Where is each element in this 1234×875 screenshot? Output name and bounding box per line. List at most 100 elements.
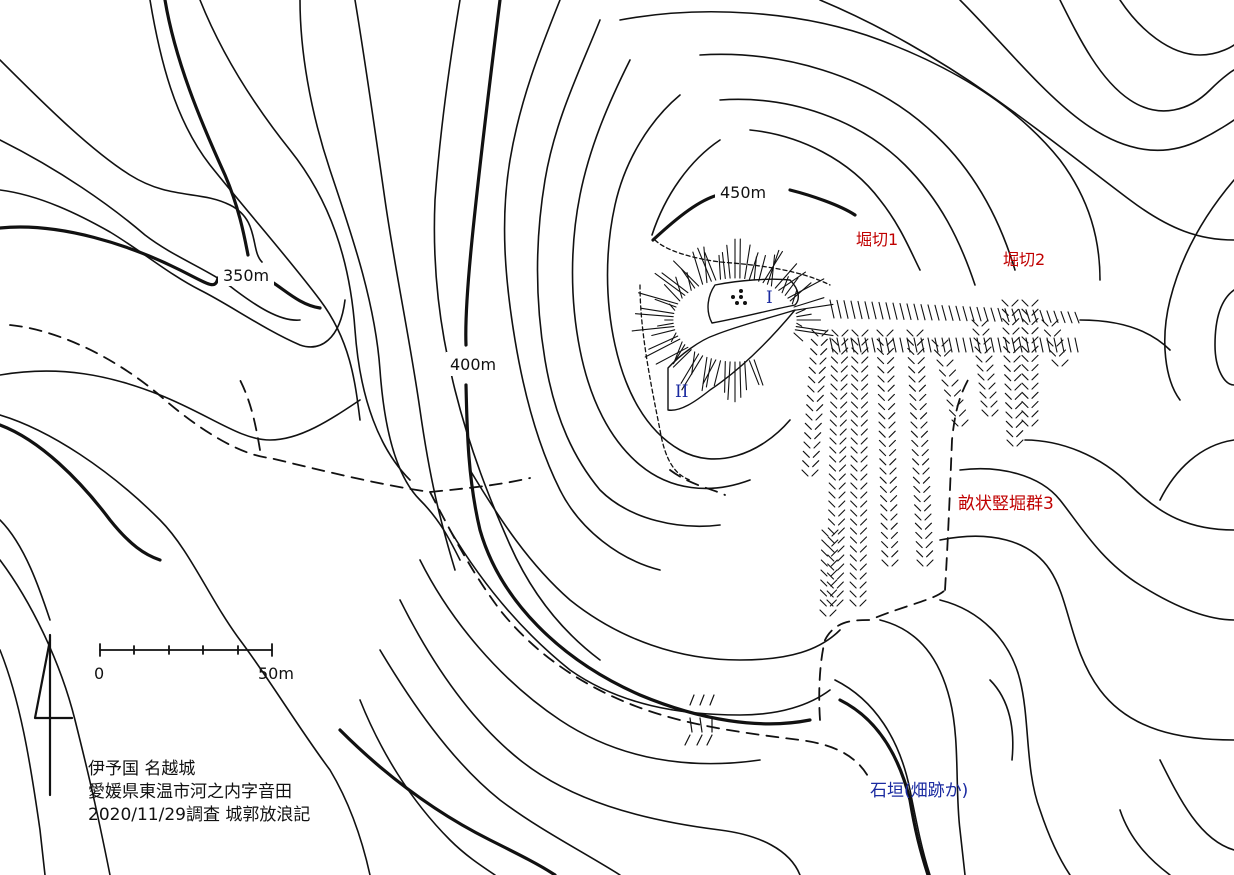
trench-hachure: [891, 541, 899, 549]
trail: [429, 491, 871, 781]
trench-hachure: [851, 356, 859, 364]
trench-hachure: [1013, 355, 1021, 363]
trench-hachure: [850, 509, 858, 517]
trench-hachure: [879, 449, 887, 457]
trench-hachure: [913, 495, 921, 503]
stone-wall-marks: [684, 694, 715, 746]
horikiri-hachure: [1004, 308, 1010, 323]
horikiri-hachure: [969, 306, 975, 322]
trench-hachure: [801, 469, 809, 477]
tatebori-grooves: [801, 299, 1080, 617]
trench-hachure: [838, 500, 846, 508]
horikiri-hachure: [829, 337, 834, 353]
trench-hachure: [988, 382, 996, 390]
trail: [818, 589, 946, 721]
trench-hachure: [912, 458, 920, 466]
kuruwa-2-outline: [667, 309, 796, 411]
slope-hachure: [705, 358, 712, 388]
trench-hachure: [837, 563, 845, 571]
trench-hachure: [828, 500, 836, 508]
trench-hachure: [860, 401, 869, 409]
label-horikiri-2: 堀切2: [1003, 250, 1045, 269]
trench-hachure: [918, 366, 926, 374]
trench-hachure: [909, 393, 917, 401]
horikiri-hachure: [913, 337, 918, 353]
trench-hachure: [860, 392, 869, 400]
horikiri-hachure: [948, 305, 954, 321]
slope-hachure: [796, 313, 812, 318]
contour-line: [149, 0, 361, 421]
trench-hachure: [879, 476, 887, 484]
trench-hachure: [840, 392, 848, 400]
trench-hachure: [1031, 364, 1039, 372]
info-location: 愛媛県東温市河之内字音田: [88, 782, 292, 802]
trench-hachure: [830, 383, 838, 391]
contour-line: [939, 599, 1071, 875]
trench-hachure: [891, 550, 899, 558]
trench-hachure: [1031, 391, 1039, 399]
trench-hachure: [951, 419, 959, 427]
slope-hachure: [672, 349, 692, 368]
trench-hachure: [978, 382, 986, 390]
trench-hachure: [911, 439, 919, 447]
trench-hachure: [819, 609, 827, 617]
trench-hachure: [879, 458, 887, 466]
slope-hachure: [697, 247, 712, 282]
trench-hachure: [829, 599, 837, 607]
trench-hachure: [915, 531, 923, 539]
slope-hachure: [753, 359, 764, 386]
trails: [9, 324, 969, 781]
trench-hachure: [836, 590, 844, 598]
trench-hachure: [890, 513, 898, 521]
horikiri-hachure: [1053, 337, 1058, 353]
contour-350-north: [163, 0, 250, 257]
trench-hachure: [889, 449, 897, 457]
trench-hachure: [921, 449, 929, 457]
trench-hachure: [933, 349, 942, 357]
horikiri-hachure: [899, 337, 904, 353]
trench-hachure: [979, 391, 987, 399]
trench-hachure: [850, 437, 858, 445]
trench-hachure: [828, 491, 836, 499]
castle-hachures: [631, 238, 834, 481]
trench-hachure: [1003, 355, 1011, 363]
trench-hachure: [908, 384, 916, 392]
info-castle-name: 伊予国 名越城: [88, 759, 195, 779]
slope-hachure: [673, 260, 700, 287]
trench-hachure: [878, 403, 886, 411]
slope-hachure: [644, 338, 681, 358]
slope-hachure: [640, 307, 675, 314]
trench-hachure: [887, 375, 895, 383]
trench-hachure: [814, 422, 822, 430]
slope-hachure: [770, 254, 776, 287]
trench-hachure: [849, 590, 857, 598]
trench-hachure: [916, 550, 924, 558]
trench-hachure: [851, 338, 859, 346]
trench-hachure: [826, 590, 834, 598]
horikiri-hachure: [1039, 337, 1044, 353]
scale-end-label: 50m: [258, 664, 294, 683]
trench-hachure: [924, 513, 932, 521]
horikiri-hachure: [1011, 308, 1017, 323]
trench-hachure: [1011, 299, 1019, 307]
slope-hachure: [680, 353, 700, 384]
trench-hachure: [849, 599, 857, 607]
trench-hachure: [946, 359, 954, 367]
slope-hachure: [794, 303, 834, 311]
label-kuruwa-2: II: [675, 382, 688, 402]
contour-line: [0, 189, 346, 348]
trench-hachure: [881, 559, 889, 567]
horikiri-hachure: [920, 304, 926, 321]
trench-hachure: [877, 384, 885, 392]
trench-hachure: [878, 412, 886, 420]
horikiri-hachure: [997, 337, 1002, 353]
contour-line: [379, 649, 621, 875]
trench-hachure: [943, 389, 952, 397]
trench-hachure: [861, 365, 869, 373]
horikiri-hachure: [1025, 309, 1031, 323]
trench-hachure: [830, 569, 838, 577]
trench-hachure: [1004, 383, 1012, 391]
slope-hachure: [793, 332, 804, 342]
trench-hachure: [830, 401, 838, 409]
contour-line: [469, 469, 841, 661]
